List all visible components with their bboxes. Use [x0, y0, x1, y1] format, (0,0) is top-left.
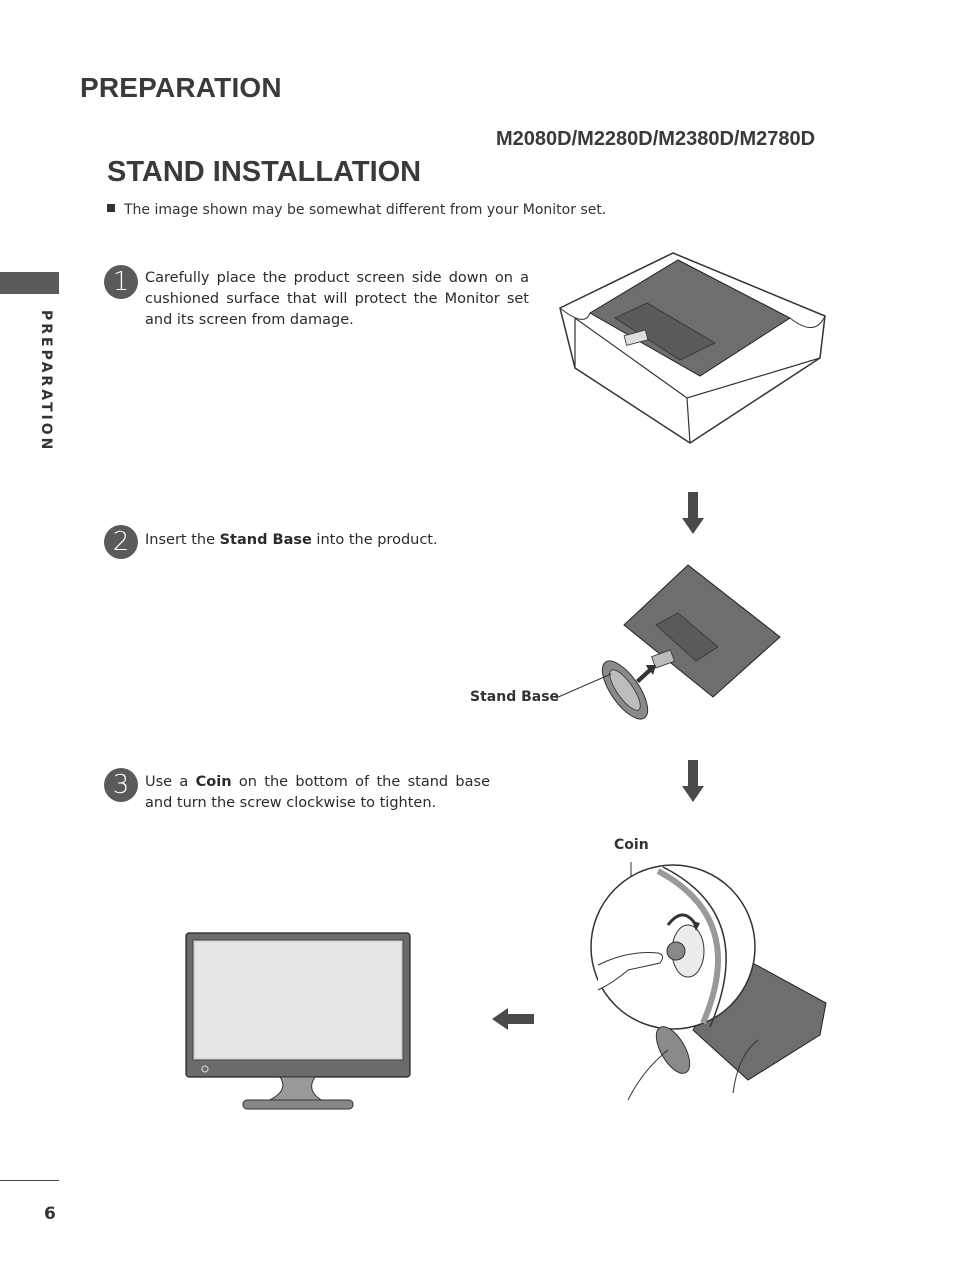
bullet-square-icon [107, 204, 115, 212]
step-3-badge: 3 [104, 768, 138, 802]
step-3-text-bold: Coin [195, 774, 232, 790]
stand-base-insert-illustration [601, 564, 781, 720]
arrow-down-icon [682, 492, 704, 534]
note: The image shown may be somewhat differen… [107, 202, 606, 218]
assembled-monitor-illustration [185, 932, 411, 1110]
step-3-text: Use a Coin on the bottom of the stand ba… [145, 772, 490, 814]
side-tab-label: PREPARATION [38, 310, 54, 453]
step-2-text-a: Insert the [145, 532, 220, 548]
arrow-left-icon [492, 1008, 534, 1030]
step-3-text-a: Use a [145, 774, 196, 790]
step-1-badge: 1 [104, 265, 138, 299]
coin-tightening-illustration [590, 862, 827, 1101]
step-3-text-b: on the bottom of the stand base and turn… [145, 774, 490, 811]
page-title: STAND INSTALLATION [107, 156, 422, 188]
model-numbers: M2080D/M2280D/M2380D/M2780D [496, 128, 816, 150]
step-2-badge: 2 [104, 525, 138, 559]
section-title: PREPARATION [80, 72, 282, 103]
page-number: 6 [44, 1204, 56, 1224]
footer-rule [0, 1180, 59, 1181]
note-text: The image shown may be somewhat differen… [124, 202, 607, 218]
step-1-text: Carefully place the product screen side … [145, 270, 529, 328]
stand-base-leader-line [555, 673, 612, 699]
coin-label: Coin [614, 837, 649, 853]
monitor-in-cushion-illustration [559, 252, 826, 444]
side-tab-marker [0, 272, 59, 294]
step-2-text-bold: Stand Base [219, 532, 312, 548]
step-2-text-b: into the product. [311, 532, 438, 548]
step-2-text: Insert the Stand Base into the product. [145, 530, 565, 551]
stand-base-label: Stand Base [470, 689, 560, 705]
arrow-down-icon [682, 760, 704, 802]
